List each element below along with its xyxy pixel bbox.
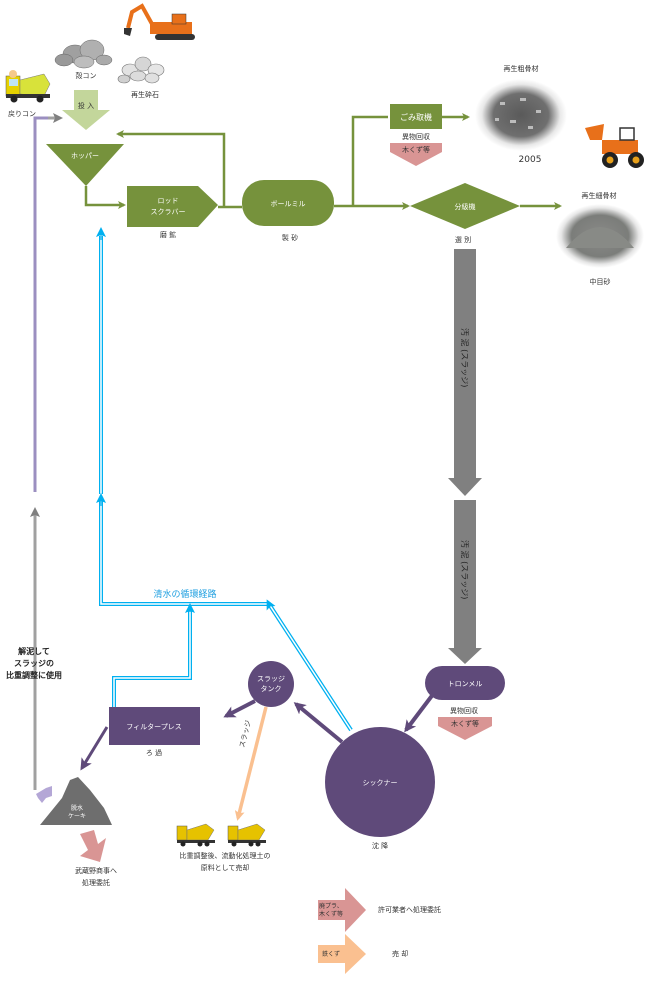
foreign-recovery-2: 異物回収 <box>450 706 478 715</box>
wood-chips-arrow-1: 木くず等 <box>390 143 442 166</box>
recycled-crushed-stone-label: 再生砕石 <box>131 90 159 99</box>
classifier-label: 分級機 <box>455 202 476 211</box>
mixer-truck-icon-3 <box>227 823 266 847</box>
legend-arrow-label-2: 鉄くず <box>322 950 340 958</box>
mixer-truck-icon <box>5 70 51 103</box>
rod-scrubber-label-1: ロッド <box>158 197 179 205</box>
hopper-label: ホッパー <box>71 152 99 160</box>
rod-scrubber-label-2: スクラバー <box>151 208 186 216</box>
reuse-label-3: 比重調整に使用 <box>6 670 62 680</box>
sludge-tank-label-2: タンク <box>261 684 282 693</box>
wood-chips-label-1: 木くず等 <box>402 145 430 154</box>
mixer-truck-icon-2 <box>176 823 215 847</box>
return-concrete-label: 戻りコン <box>8 109 36 118</box>
flow-to-dust-remover <box>351 115 388 206</box>
foreign-recovery-1: 異物回収 <box>402 132 430 141</box>
flow-thickener-to-tank <box>293 702 344 744</box>
classifier-node[interactable]: 分級機 <box>410 183 520 229</box>
legend-text-1: 許可業者へ処理委託 <box>378 905 441 914</box>
clear-water-loop <box>99 236 353 732</box>
flow-trommel-to-thickener <box>404 691 436 733</box>
wheel-loader-icon <box>585 124 644 168</box>
sludge-arrow-2 <box>448 500 482 664</box>
trommel-node[interactable]: トロンメル <box>425 666 505 700</box>
waste-concrete-label: 殻コン <box>76 71 97 80</box>
sludge-label-2: 汚 泥 (スラッジ) <box>460 540 470 599</box>
input-label: 投 入 <box>78 101 94 110</box>
filter-press-node[interactable]: フィルタープレス <box>109 707 200 745</box>
flow-tank-to-trucks <box>234 706 268 821</box>
sludge-arrow-1 <box>448 249 482 496</box>
sludge-tank-label-1: スラッジ <box>257 675 285 683</box>
coarse-aggregate-image <box>475 79 567 151</box>
coarse-aggregate-title: 再生粗骨材 <box>504 64 539 73</box>
input-arrow <box>62 90 110 130</box>
sold-label-1: 比重調整後、流動化処理土の <box>180 851 271 860</box>
hopper-node[interactable]: ホッパー <box>46 144 124 186</box>
recycled-crushed-stone-icon <box>117 56 165 84</box>
clear-water-loop-label: 清水の循環経路 <box>153 588 216 600</box>
flow-hopper-to-scrubber <box>84 186 126 209</box>
dust-remover-label: ごみ取機 <box>400 112 432 122</box>
sludge-orange-label: スラッジ <box>238 719 253 748</box>
fine-aggregate-caption: 中目砂 <box>590 277 611 286</box>
fine-aggregate-title: 再生細骨材 <box>582 191 617 200</box>
return-line-upper <box>33 116 58 492</box>
flow-return-to-hopper <box>116 130 226 207</box>
thickener-node[interactable]: シックナー <box>325 727 435 837</box>
reuse-arrow <box>36 786 52 803</box>
disposal-label-1: 武蔵野商事へ <box>75 866 117 875</box>
disposal-label-2: 処理委託 <box>82 878 110 887</box>
ball-mill-caption: 製 砂 <box>282 233 298 242</box>
rod-scrubber-node[interactable]: ロッド スクラバー <box>127 186 218 227</box>
legend-item-sale: 鉄くず 売 却 <box>318 934 408 974</box>
thickener-label: シックナー <box>363 779 398 787</box>
dewatered-cake-label-1: 脱水 <box>71 804 83 812</box>
cyan-arrowhead-1 <box>266 599 276 611</box>
reuse-label-1: 解泥して <box>18 646 50 656</box>
ball-mill-label: ボールミル <box>271 200 306 208</box>
wood-chips-label-2: 木くず等 <box>451 719 479 728</box>
coarse-aggregate-texture <box>495 98 541 129</box>
legend-text-2: 売 却 <box>392 949 408 958</box>
dust-remover-node[interactable]: ごみ取機 <box>390 104 442 129</box>
thickener-caption: 沈 降 <box>372 841 388 850</box>
sold-label-2: 原料として売却 <box>201 863 250 872</box>
trommel-label: トロンメル <box>448 680 483 688</box>
reuse-label-2: スラッジの <box>14 659 54 668</box>
excavator-icon <box>124 3 195 40</box>
sludge-label-1: 汚 泥 (スラッジ) <box>460 328 470 387</box>
sludge-tank-node[interactable]: スラッジ タンク <box>248 661 294 707</box>
disposal-arrow <box>80 830 106 862</box>
waste-concrete-rocks-icon <box>54 39 113 69</box>
filter-press-label: フィルタープレス <box>126 722 181 731</box>
coarse-aggregate-caption: 2005 <box>519 155 542 165</box>
legend-arrow-label-1a: 廃プラ、 <box>319 902 343 910</box>
ball-mill-node[interactable]: ボールミル <box>242 180 334 226</box>
flow-filterpress-to-cake <box>80 726 109 771</box>
filter-press-caption: ろ 過 <box>146 748 162 757</box>
classifier-caption: 選 別 <box>455 235 471 244</box>
dewatered-cake-label-2: ケーキ <box>68 813 86 820</box>
legend-item-disposal: 廃プラ、 木くず等 許可業者へ処理委託 <box>318 888 441 932</box>
fine-aggregate-pile <box>566 227 634 248</box>
rod-scrubber-caption: 磨 鉱 <box>160 230 176 239</box>
dewatered-cake-node[interactable]: 脱水 ケーキ <box>40 777 112 825</box>
wood-chips-arrow-2: 木くず等 <box>438 717 492 740</box>
flow-tank-to-filterpress <box>223 699 256 718</box>
legend-arrow-label-1b: 木くず等 <box>319 910 343 918</box>
